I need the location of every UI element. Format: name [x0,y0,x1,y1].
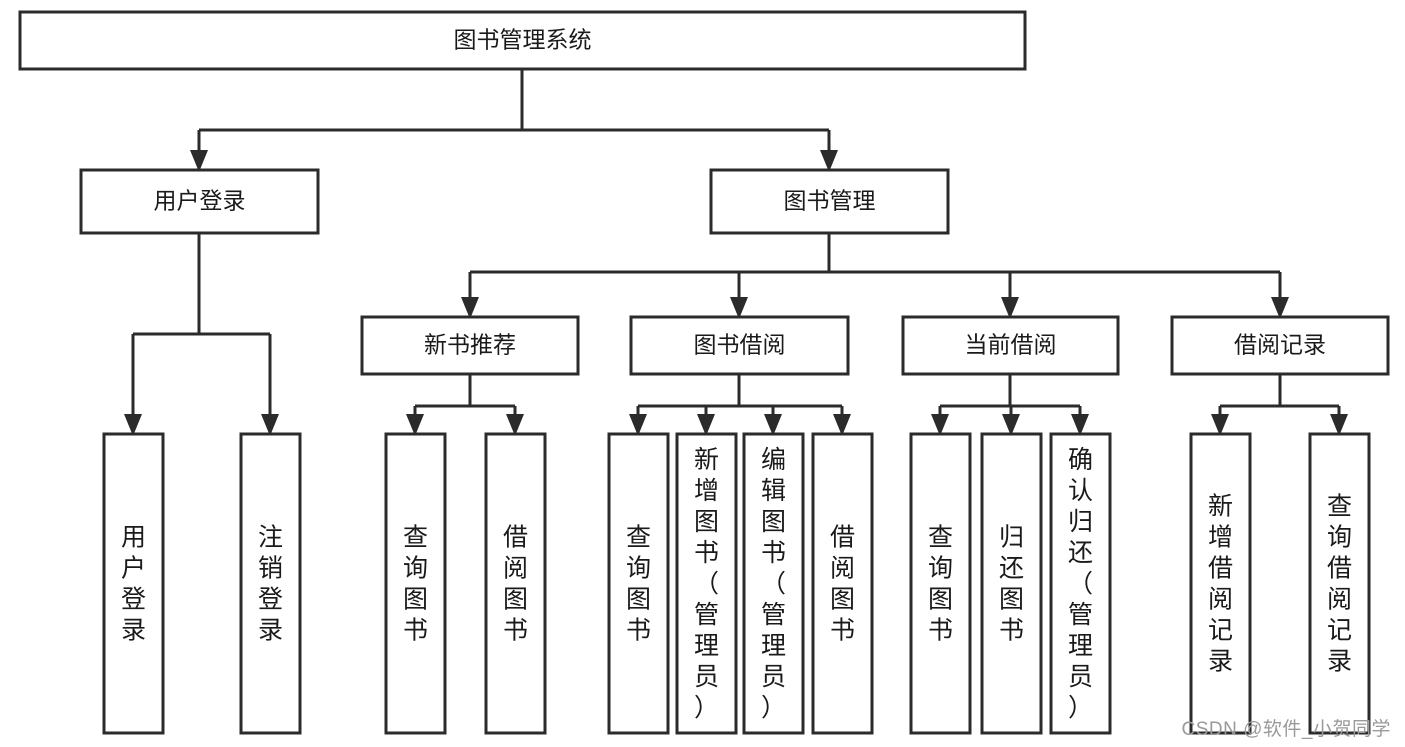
node-borrow-record[interactable]: 借阅记录 [1170,315,1390,376]
node-label-leaf-user-login: 用户登录 [121,524,146,645]
node-leaf-add-record[interactable]: 新增借阅记录 [1189,432,1252,735]
node-box-leaf-query-book-rec[interactable] [384,432,447,735]
connectors-layer [124,69,1348,436]
bus-book-borrow-arrow-icon [764,414,782,436]
node-leaf-return-book[interactable]: 归还图书 [980,432,1043,735]
node-label-leaf-add-book: 新增图书（管理员） [694,446,719,722]
node-leaf-query-book-rec[interactable]: 查询图书 [384,432,447,735]
node-box-leaf-borrow-book[interactable] [811,432,874,735]
node-label-leaf-query-book-cur: 查询图书 [928,524,953,645]
node-leaf-query-book-cur[interactable]: 查询图书 [909,432,972,735]
node-box-leaf-query-record[interactable] [1308,432,1371,735]
node-label-borrow-record: 借阅记录 [1234,332,1326,358]
node-book-manage[interactable]: 图书管理 [709,168,950,235]
bus-book-manage-arrow-icon [1001,297,1019,319]
bus-user-login-arrow-icon [124,414,142,436]
node-label-new-book-recommend: 新书推荐 [424,332,516,358]
node-book-borrow[interactable]: 图书借阅 [629,315,850,376]
node-box-new-book-recommend[interactable] [360,315,580,376]
bus-current-borrow-arrow-icon [1071,414,1089,436]
node-box-leaf-add-book[interactable] [675,432,738,735]
node-box-current-borrow[interactable] [901,315,1120,376]
node-label-user-login: 用户登录 [154,188,246,214]
bus-root-arrow-icon [190,150,208,172]
node-leaf-edit-book[interactable]: 编辑图书（管理员） [742,432,805,735]
node-leaf-borrow-book[interactable]: 借阅图书 [811,432,874,735]
node-label-leaf-confirm-return: 确认归还（管理员） [1068,446,1093,722]
node-root[interactable]: 图书管理系统 [18,10,1027,71]
bus-book-borrow-arrow-icon [833,414,851,436]
node-box-book-manage[interactable] [709,168,950,235]
bus-current-borrow-arrow-icon [1002,414,1020,436]
node-label-leaf-return-book: 归还图书 [999,524,1024,645]
bus-new-book-arrow-icon [406,414,424,436]
bus-book-manage-arrow-icon [730,297,748,319]
bus-new-book-arrow-icon [506,414,524,436]
bus-current-borrow-arrow-icon [931,414,949,436]
node-user-login[interactable]: 用户登录 [79,168,320,235]
bus-root-arrow-icon [820,150,838,172]
node-leaf-confirm-return[interactable]: 确认归还（管理员） [1049,432,1112,735]
node-box-leaf-user-login[interactable] [102,432,165,735]
node-leaf-borrow-book-rec[interactable]: 借阅图书 [484,432,547,735]
node-label-leaf-query-book: 查询图书 [626,524,651,645]
node-box-leaf-borrow-book-rec[interactable] [484,432,547,735]
node-box-book-borrow[interactable] [629,315,850,376]
node-box-leaf-edit-book[interactable] [742,432,805,735]
bus-borrow-record-arrow-icon [1330,414,1348,436]
node-leaf-user-login[interactable]: 用户登录 [102,432,165,735]
bus-book-manage-arrow-icon [461,297,479,319]
node-leaf-add-book[interactable]: 新增图书（管理员） [675,432,738,735]
node-label-leaf-query-book-rec: 查询图书 [403,524,428,645]
node-box-root[interactable] [18,10,1027,71]
node-leaf-query-book[interactable]: 查询图书 [607,432,670,735]
bus-user-login-arrow-icon [261,414,279,436]
node-label-leaf-edit-book: 编辑图书（管理员） [761,446,786,722]
bus-book-borrow-arrow-icon [697,414,715,436]
node-box-leaf-query-book[interactable] [607,432,670,735]
node-box-leaf-logout[interactable] [239,432,302,735]
watermark-label: CSDN @软件_小贺同学 [1181,719,1391,740]
node-label-leaf-borrow-book: 借阅图书 [830,524,855,645]
node-leaf-query-record[interactable]: 查询借阅记录 [1308,432,1371,735]
node-label-leaf-add-record: 新增借阅记录 [1208,493,1233,676]
node-box-leaf-query-book-cur[interactable] [909,432,972,735]
node-label-root: 图书管理系统 [454,27,592,53]
node-box-leaf-add-record[interactable] [1189,432,1252,735]
nodes-layer: 图书管理系统用户登录图书管理新书推荐图书借阅当前借阅借阅记录用户登录注销登录查询… [18,10,1390,735]
node-box-leaf-confirm-return[interactable] [1049,432,1112,735]
node-label-book-manage: 图书管理 [784,188,876,214]
bus-book-manage-arrow-icon [1271,297,1289,319]
node-box-user-login[interactable] [79,168,320,235]
node-current-borrow[interactable]: 当前借阅 [901,315,1120,376]
node-new-book-recommend[interactable]: 新书推荐 [360,315,580,376]
node-label-book-borrow: 图书借阅 [694,332,786,358]
bus-borrow-record-arrow-icon [1211,414,1229,436]
node-label-leaf-logout: 注销登录 [258,524,283,645]
node-box-borrow-record[interactable] [1170,315,1390,376]
node-label-leaf-query-record: 查询借阅记录 [1327,493,1352,676]
node-label-leaf-borrow-book-rec: 借阅图书 [503,524,528,645]
bus-book-borrow-arrow-icon [629,414,647,436]
node-box-leaf-return-book[interactable] [980,432,1043,735]
node-leaf-logout[interactable]: 注销登录 [239,432,302,735]
node-label-current-borrow: 当前借阅 [965,332,1057,358]
